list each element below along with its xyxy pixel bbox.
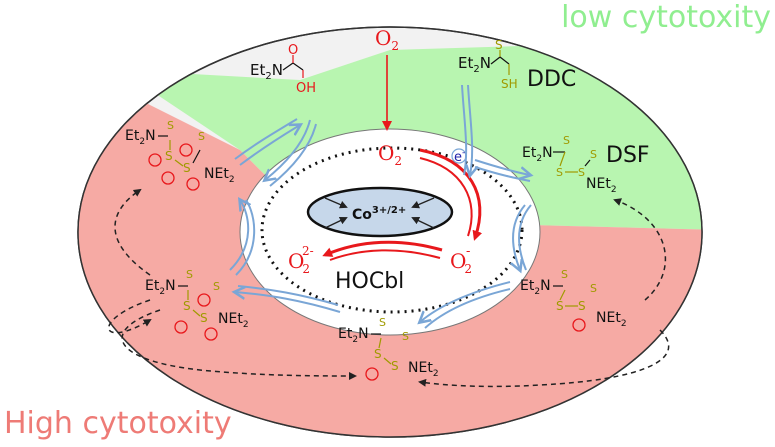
superoxide-label: O2- <box>450 244 472 276</box>
svg-text:SH: SH <box>501 77 518 91</box>
hocbl-boundary <box>260 146 524 314</box>
svg-text:S: S <box>556 299 564 313</box>
svg-text:Et2N: Et2N <box>250 61 283 82</box>
svg-text:NEt2: NEt2 <box>586 176 617 195</box>
svg-text:S: S <box>391 359 399 373</box>
disulfiram-dioxide-molecule: Et2N S S S S NEt2 <box>520 268 627 332</box>
svg-text:S: S <box>186 268 193 281</box>
o2-top-label: O2 <box>375 26 399 53</box>
svg-text:NEt2: NEt2 <box>408 360 439 379</box>
dsf-label: DSF <box>606 143 650 168</box>
svg-text:S: S <box>198 130 205 143</box>
svg-text:Et2N: Et2N <box>125 128 156 147</box>
svg-text:Et2N: Et2N <box>338 326 369 345</box>
svg-text:S: S <box>183 299 191 313</box>
svg-text:S: S <box>578 299 586 313</box>
low-cytotoxity-label: low cytotoxity <box>561 0 771 35</box>
svg-text:S: S <box>556 166 563 179</box>
svg-text:S: S <box>167 119 174 132</box>
svg-text:S: S <box>590 148 597 161</box>
superoxide-reduction-arrow <box>322 240 443 257</box>
disulfiram-monoxide-molecule: Et2N S S S S NEt2 <box>338 316 439 381</box>
svg-text:NEt2: NEt2 <box>218 311 249 330</box>
svg-text:Et2N: Et2N <box>458 54 491 75</box>
hocbl-label: HOCbl <box>335 269 404 294</box>
svg-text:S: S <box>379 316 386 329</box>
o2-reduction-arrow <box>419 148 483 241</box>
svg-text:S: S <box>165 149 173 163</box>
svg-text:Et2N: Et2N <box>522 145 553 164</box>
svg-text:S: S <box>563 134 570 147</box>
svg-text:S: S <box>183 161 191 175</box>
disulfiram-tetraoxide-molecule: Et2N S S S S NEt2 <box>125 119 235 191</box>
svg-text:NEt2: NEt2 <box>204 166 235 185</box>
svg-text:S: S <box>374 347 382 361</box>
ddc-molecule: Et2N S SH <box>458 38 518 91</box>
o2-inner-label: O2 <box>378 141 402 168</box>
svg-text:S: S <box>578 166 585 179</box>
peroxide-label: O22- <box>288 244 314 276</box>
svg-text:Et2N: Et2N <box>520 278 551 297</box>
carbamic-acid-molecule: Et2N O OH <box>250 43 316 96</box>
disulfiram-trioxide-molecule: Et2N S S S S NEt2 <box>145 268 249 341</box>
ddc-label: DDC <box>527 67 576 92</box>
svg-text:S: S <box>213 280 220 293</box>
svg-text:Et2N: Et2N <box>145 278 176 297</box>
svg-text:O: O <box>288 43 298 58</box>
svg-text:S: S <box>590 282 597 295</box>
dsf-molecule: Et2N S S S S NEt2 <box>522 134 617 195</box>
svg-text:S: S <box>561 268 568 281</box>
svg-text:OH: OH <box>296 81 316 96</box>
svg-text:S: S <box>200 311 208 325</box>
high-cytotoxity-label: High cytotoxity <box>4 406 232 441</box>
dashed-feedback-arrows <box>107 188 670 388</box>
svg-text:S: S <box>402 330 409 343</box>
blue-transformation-arrows <box>229 84 531 329</box>
svg-text:S: S <box>495 38 503 52</box>
svg-text:NEt2: NEt2 <box>596 310 627 329</box>
cobalt-label: Co3+/2+ <box>352 205 406 223</box>
electron-label: e- <box>454 148 465 165</box>
